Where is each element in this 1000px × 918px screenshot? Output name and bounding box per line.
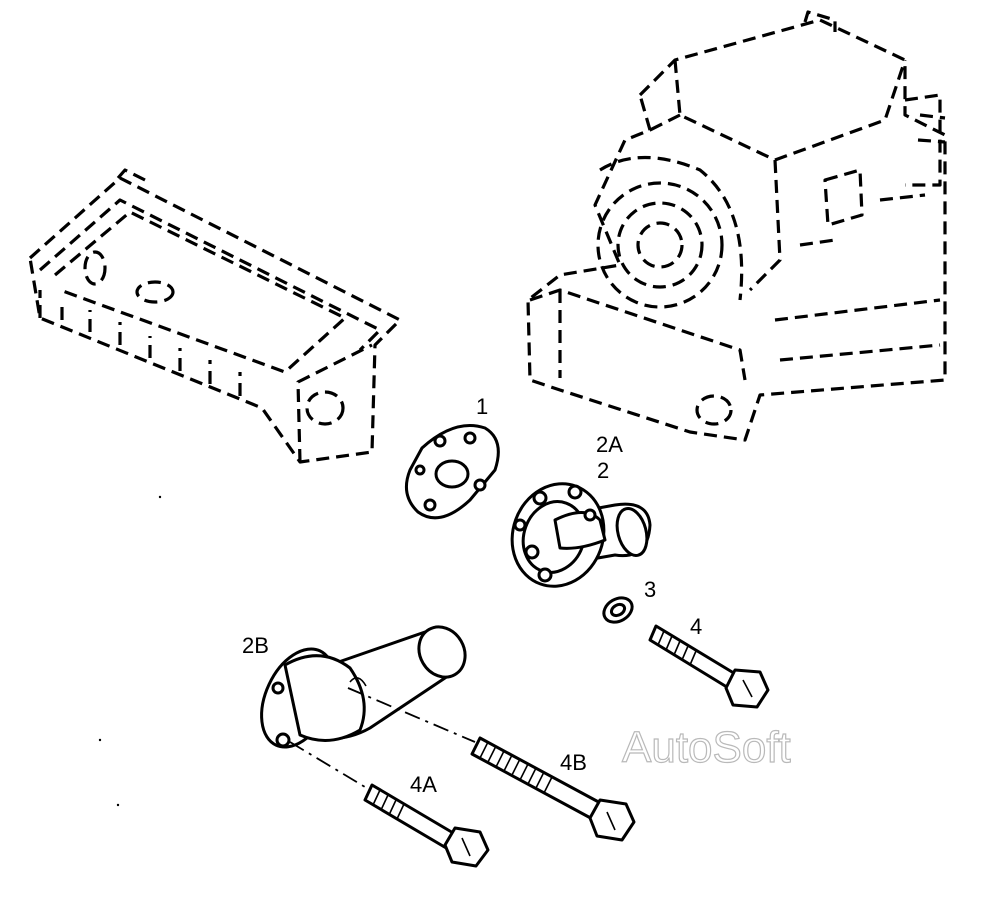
label-part-2b: 2B bbox=[242, 633, 269, 658]
label-part-1: 1 bbox=[476, 394, 488, 419]
oil-pickup-elbow-part-2 bbox=[510, 482, 652, 588]
alignment-lines bbox=[289, 687, 476, 791]
oil-pan bbox=[28, 168, 402, 464]
stud-bolt-part-4b bbox=[470, 736, 636, 842]
bolt-part-4a bbox=[363, 783, 490, 868]
o-ring-part-3 bbox=[602, 596, 634, 624]
gasket-part-1 bbox=[404, 424, 500, 520]
watermark: AutoSoft bbox=[622, 723, 791, 772]
label-part-2a: 2A bbox=[596, 432, 623, 457]
label-part-4a: 4A bbox=[410, 772, 437, 797]
bolt-part-4 bbox=[648, 624, 770, 709]
label-part-3: 3 bbox=[644, 577, 656, 602]
engine-block bbox=[526, 10, 947, 442]
oil-pickup-tube-part-2b bbox=[260, 625, 467, 749]
label-part-4b: 4B bbox=[560, 750, 587, 775]
speck bbox=[158, 495, 162, 499]
speck bbox=[98, 738, 102, 742]
speck bbox=[116, 803, 120, 807]
label-part-2: 2 bbox=[597, 458, 609, 483]
label-part-4: 4 bbox=[690, 614, 702, 639]
